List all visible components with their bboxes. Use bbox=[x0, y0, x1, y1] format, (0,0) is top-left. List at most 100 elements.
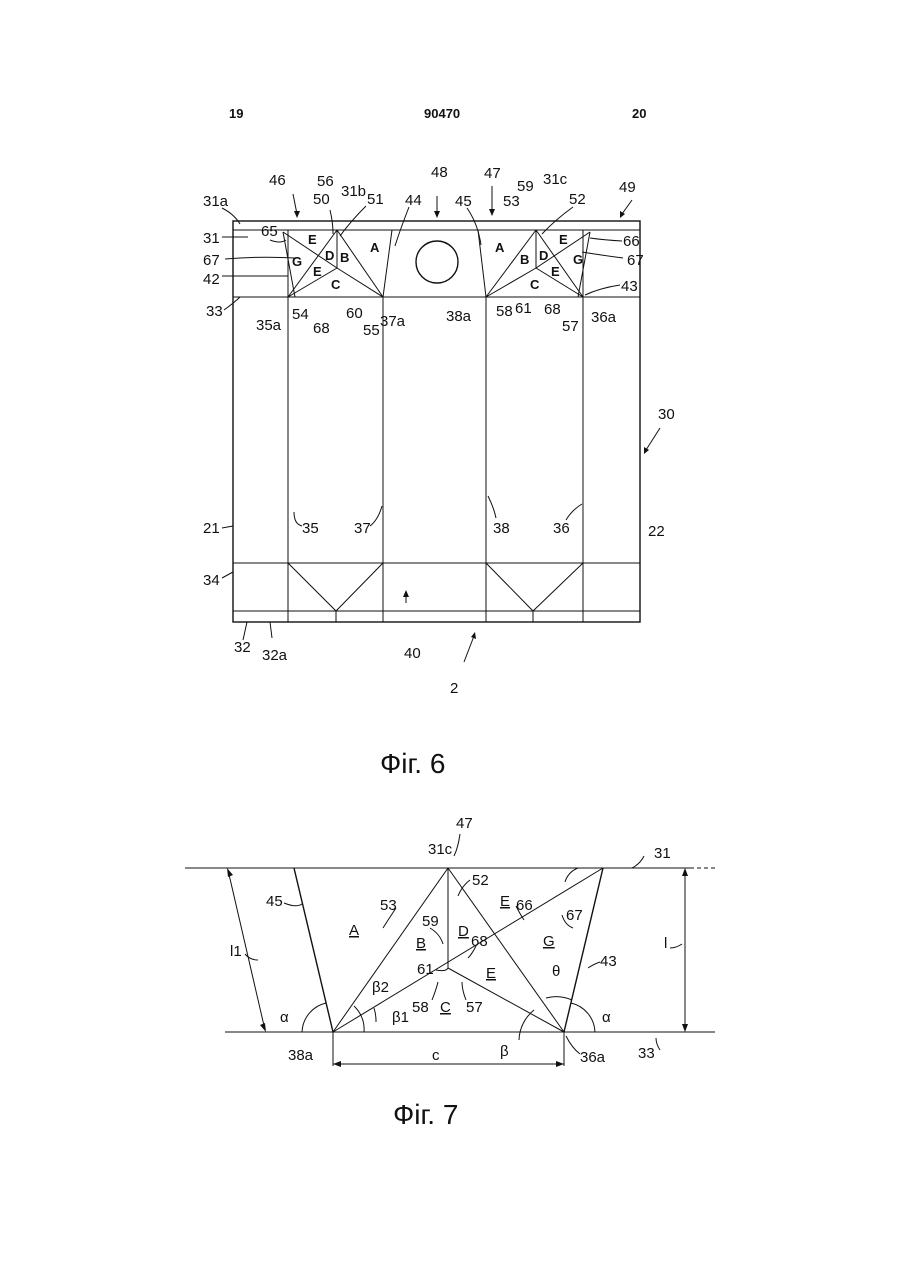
fig6-label: 66 bbox=[623, 233, 640, 250]
fig6-label: 44 bbox=[405, 192, 422, 209]
fig6-label: 42 bbox=[203, 271, 220, 288]
fig7-label: 36a bbox=[580, 1049, 606, 1066]
fig6-label: 31b bbox=[341, 183, 366, 200]
panel-letter: C bbox=[530, 277, 540, 292]
fig7-label: 43 bbox=[600, 953, 617, 970]
fig7-label: 52 bbox=[472, 872, 489, 889]
fig6-label: 58 bbox=[496, 303, 513, 320]
fig6-label: 47 bbox=[484, 165, 501, 182]
panel-letter: C bbox=[331, 277, 341, 292]
fig6-label: 40 bbox=[404, 645, 421, 662]
fig6-label: 36a bbox=[591, 309, 617, 326]
fig6-label: 50 bbox=[313, 191, 330, 208]
fig6-label: 22 bbox=[648, 523, 665, 540]
fig6-label: 67 bbox=[203, 252, 220, 269]
fig6-label: 65 bbox=[261, 223, 278, 240]
fig7-label: E bbox=[486, 965, 496, 982]
fig6-label: 68 bbox=[544, 301, 561, 318]
fig6-label: 67 bbox=[627, 252, 644, 269]
fig7-label: E bbox=[500, 893, 510, 910]
fig7-label: c bbox=[432, 1047, 440, 1064]
fig7-label: D bbox=[458, 923, 469, 940]
fig7-label: l bbox=[664, 935, 667, 952]
fig7-label: 58 bbox=[412, 999, 429, 1016]
fig7-label: G bbox=[543, 933, 555, 950]
fig6-label: 45 bbox=[455, 193, 472, 210]
panel-letter: G bbox=[292, 254, 302, 269]
fig7-label: 59 bbox=[422, 913, 439, 930]
fig7-label: 57 bbox=[466, 999, 483, 1016]
fig7-label: C bbox=[440, 999, 451, 1016]
fig6-label: 33 bbox=[206, 303, 223, 320]
panel-letter: E bbox=[551, 264, 560, 279]
fig6-label: 60 bbox=[346, 305, 363, 322]
fig6-label: 37 bbox=[354, 520, 371, 537]
fig6-label: 38a bbox=[446, 308, 472, 325]
fig7-label: 61 bbox=[417, 961, 434, 978]
fig6-label: 56 bbox=[317, 173, 334, 190]
fig7-label: A bbox=[349, 922, 359, 939]
fig7-label: B bbox=[416, 935, 426, 952]
fig6-label: 31c bbox=[543, 171, 568, 188]
fig6-label: 43 bbox=[621, 278, 638, 295]
figure-7-caption: Фіг. 7 bbox=[393, 1099, 458, 1130]
panel-letter: A bbox=[495, 240, 505, 255]
panel-letter: B bbox=[520, 252, 529, 267]
fig6-label: 46 bbox=[269, 172, 286, 189]
fig6-label: 2 bbox=[450, 680, 458, 697]
fig6-label: 48 bbox=[431, 164, 448, 181]
panel-letter: D bbox=[325, 248, 334, 263]
fig6-label: 32a bbox=[262, 647, 288, 664]
fig7-label: α bbox=[280, 1009, 289, 1026]
figure-6-caption: Фіг. 6 bbox=[380, 748, 445, 779]
fig7-label: θ bbox=[552, 963, 560, 980]
fig6-label: 30 bbox=[658, 406, 675, 423]
fig6-label: 68 bbox=[313, 320, 330, 337]
fig7-label: 33 bbox=[638, 1045, 655, 1062]
fig7-label: 47 bbox=[456, 815, 473, 832]
fig7-label: β bbox=[500, 1043, 509, 1060]
fig6-label: 31a bbox=[203, 193, 229, 210]
figure-7-labels: 47 31c 31 52 45 53 E 66 67 A 59 D 68 B G… bbox=[230, 815, 671, 1130]
fig7-label: 53 bbox=[380, 897, 397, 914]
fig6-label: 55 bbox=[363, 322, 380, 339]
fig6-label: 35 bbox=[302, 520, 319, 537]
fig7-label: 66 bbox=[516, 897, 533, 914]
fig6-label: 34 bbox=[203, 572, 220, 589]
fig7-label: l1 bbox=[230, 943, 242, 960]
fig7-label: 67 bbox=[566, 907, 583, 924]
fig6-label: 32 bbox=[234, 639, 251, 656]
fig6-label: 21 bbox=[203, 520, 220, 537]
fig6-label: 51 bbox=[367, 191, 384, 208]
fig6-label: 37a bbox=[380, 313, 406, 330]
fig7-label: 45 bbox=[266, 893, 283, 910]
figure-6-labels: 46 56 48 47 59 31c 49 31a 50 31b 51 44 4… bbox=[203, 164, 675, 779]
fig6-label: 57 bbox=[562, 318, 579, 335]
fig6-label: 36 bbox=[553, 520, 570, 537]
fig7-label: β1 bbox=[392, 1009, 409, 1026]
fig7-label: β2 bbox=[372, 979, 389, 996]
fig7-label: 38a bbox=[288, 1047, 314, 1064]
panel-letter: A bbox=[370, 240, 380, 255]
figure-7-drawing bbox=[185, 834, 715, 1067]
fig6-label: 35a bbox=[256, 317, 282, 334]
fig7-label: 31 bbox=[654, 845, 671, 862]
panel-letter: B bbox=[340, 250, 349, 265]
fig6-label: 53 bbox=[503, 193, 520, 210]
fig7-label: α bbox=[602, 1009, 611, 1026]
fig7-label: 68 bbox=[471, 933, 488, 950]
panel-letter: E bbox=[559, 232, 568, 247]
panel-letter: G bbox=[573, 252, 583, 267]
fig6-label: 38 bbox=[493, 520, 510, 537]
panel-letter: E bbox=[313, 264, 322, 279]
panel-letter: E bbox=[308, 232, 317, 247]
fig6-label: 61 bbox=[515, 300, 532, 317]
fig7-label: 31c bbox=[428, 841, 453, 858]
figure-6-drawing bbox=[222, 186, 660, 662]
panel-letter: D bbox=[539, 248, 548, 263]
fig6-label: 54 bbox=[292, 306, 309, 323]
fig6-label: 52 bbox=[569, 191, 586, 208]
fig6-label: 49 bbox=[619, 179, 636, 196]
fig6-label: 31 bbox=[203, 230, 220, 247]
